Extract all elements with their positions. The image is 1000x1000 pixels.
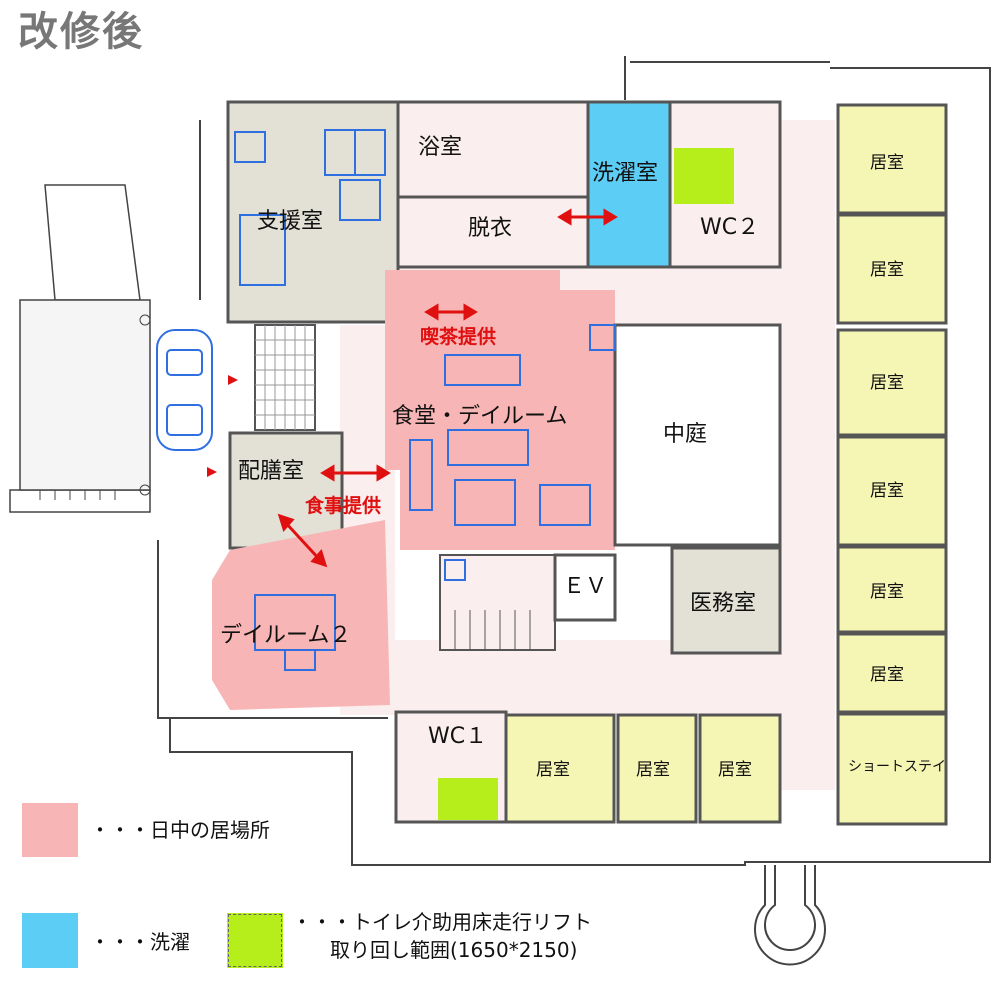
room-label-laundry: 洗濯室 (592, 161, 659, 186)
wc1-lift-range (438, 778, 498, 820)
room-label-resident: 居室 (870, 153, 904, 173)
room-label-resident: 居室 (636, 760, 670, 780)
room-label-dayroom2: デイルーム２ (220, 623, 352, 648)
room-label-resident: 居室 (870, 373, 904, 393)
annotation-cafe: 喫茶提供 (420, 326, 497, 348)
room-label-resident: 居室 (870, 665, 904, 685)
furniture (234, 129, 616, 671)
tile-area (254, 324, 316, 431)
ramp (754, 865, 826, 966)
room-label-dining: 食堂・デイルーム (392, 404, 568, 429)
right-resident-rooms (836, 103, 948, 826)
page-title: 改修後 (18, 9, 144, 55)
room-label-resident: 居室 (718, 760, 752, 780)
service-arrows (277, 208, 618, 568)
room-label-ev: ＥＶ (563, 574, 608, 599)
legend-label-lift-line2: 取り回し範囲(1650*2150) (330, 938, 578, 962)
ev-area (553, 553, 617, 622)
column-marker (139, 484, 151, 496)
laundry-room-area (586, 100, 672, 269)
room-label-pantry: 配膳室 (238, 459, 305, 484)
entry-marker (207, 467, 217, 477)
dining-area (385, 270, 615, 550)
room-label-resident: 居室 (870, 582, 904, 602)
wc2-lift-range (674, 148, 734, 204)
legend-label-daytime: ・・・日中の居場所 (90, 818, 270, 842)
room-label-wc1: WC１ (428, 724, 488, 749)
room-label-wc2: WC２ (700, 215, 760, 240)
stairs (439, 554, 556, 651)
pantry-area (228, 431, 344, 550)
room-label-medical: 医務室 (690, 591, 757, 616)
room-label-support: 支援室 (257, 209, 324, 234)
bottom-resident-rooms (504, 713, 782, 824)
room-label-courtyard: 中庭 (663, 422, 708, 447)
room-label-resident: 居室 (536, 760, 570, 780)
column-marker (139, 314, 151, 326)
car-icon (156, 329, 213, 451)
entrance-stairs (9, 184, 151, 513)
legend-swatch-laundry (22, 913, 78, 968)
medical-area (670, 546, 782, 655)
room-label-bath: 浴室 (418, 135, 463, 160)
outer-boundary (157, 56, 991, 866)
room-label-changing: 脱衣 (468, 216, 513, 241)
room-label-short-stay: ショートステイ (848, 759, 946, 775)
legend-swatch-daytime (22, 803, 78, 857)
entry-marker (228, 375, 238, 385)
dayroom2-area (212, 520, 390, 710)
courtyard-area (613, 323, 782, 547)
room-label-resident: 居室 (870, 481, 904, 501)
legend-swatch-lift (227, 913, 283, 968)
room-label-resident: 居室 (870, 260, 904, 280)
annotation-meal: 食事提供 (305, 495, 382, 517)
legend-label-lift-line1: ・・・トイレ介助用床走行リフト (292, 910, 592, 934)
legend-label-laundry: ・・・洗濯 (90, 930, 190, 954)
bath-room-area (396, 100, 590, 199)
